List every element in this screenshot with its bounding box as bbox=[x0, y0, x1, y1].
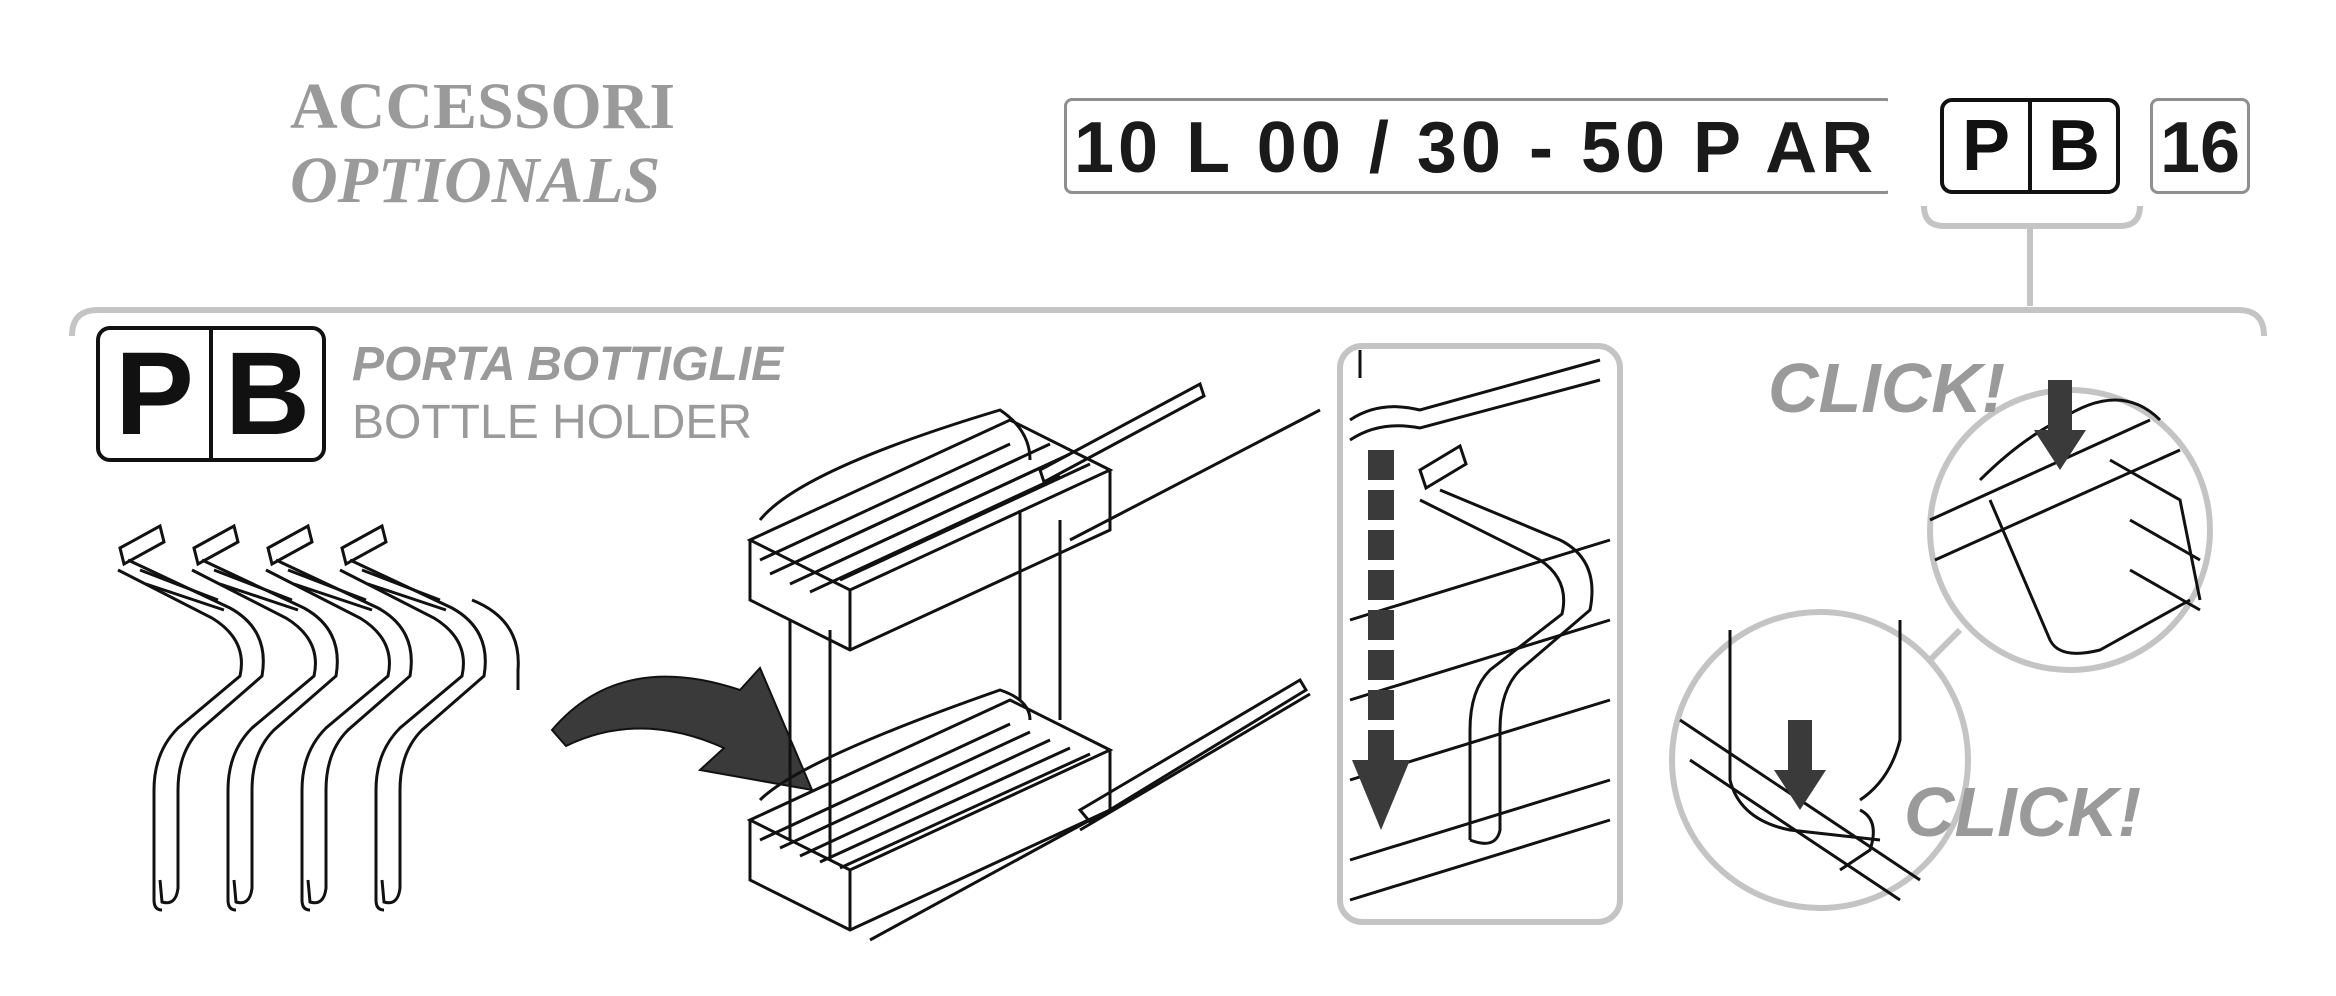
accessori-heading: ACCESSORI OPTIONALS bbox=[290, 70, 675, 218]
click-arrow-bottom bbox=[1774, 720, 1826, 810]
section-bracket bbox=[69, 307, 2267, 337]
option-description: PORTA BOTTIGLIE BOTTLE HOLDER bbox=[352, 336, 783, 452]
bottle-holder-4 bbox=[339, 523, 520, 912]
two-tier-basket bbox=[746, 381, 1321, 942]
detail-install-lines bbox=[1349, 350, 1611, 902]
click-callout-bottom: CLICK! bbox=[1904, 773, 2142, 851]
click-callout-top: CLICK! bbox=[1768, 349, 2006, 427]
option-badge-p: P bbox=[115, 328, 194, 460]
bottle-holder-3 bbox=[265, 523, 413, 912]
product-code-pb-badge: P B bbox=[1940, 98, 2120, 194]
product-code-b: B bbox=[2028, 102, 2116, 190]
option-badge-b: B bbox=[209, 330, 322, 458]
bottle-holder-set bbox=[117, 523, 520, 912]
product-code-suffix-frame bbox=[2150, 98, 2250, 194]
product-code-main: 10 L 00 / 30 - 50 P AR bbox=[1074, 108, 1878, 188]
detail-frame-install bbox=[1337, 343, 1623, 925]
heading-title: ACCESSORI bbox=[290, 70, 676, 143]
product-code-frame bbox=[1064, 98, 1894, 194]
bottle-holder-1 bbox=[117, 523, 265, 912]
product-code-p: P bbox=[1961, 106, 2011, 186]
option-pb-badge: P B bbox=[96, 326, 326, 462]
option-name-it: PORTA BOTTIGLIE bbox=[352, 338, 784, 391]
click-arrow-top bbox=[2034, 380, 2086, 470]
click-detail-connector bbox=[1927, 627, 1963, 663]
down-arrow-dashed bbox=[1352, 450, 1410, 830]
product-code-suffix: 16 bbox=[2159, 108, 2241, 188]
bottle-holder-2 bbox=[191, 523, 339, 912]
heading-subtitle: OPTIONALS bbox=[290, 144, 661, 217]
click-detail-circle-bottom bbox=[1669, 609, 1971, 911]
insert-arrow bbox=[550, 666, 814, 792]
code-bracket bbox=[1921, 205, 2143, 229]
option-name-en: BOTTLE HOLDER bbox=[352, 396, 753, 449]
